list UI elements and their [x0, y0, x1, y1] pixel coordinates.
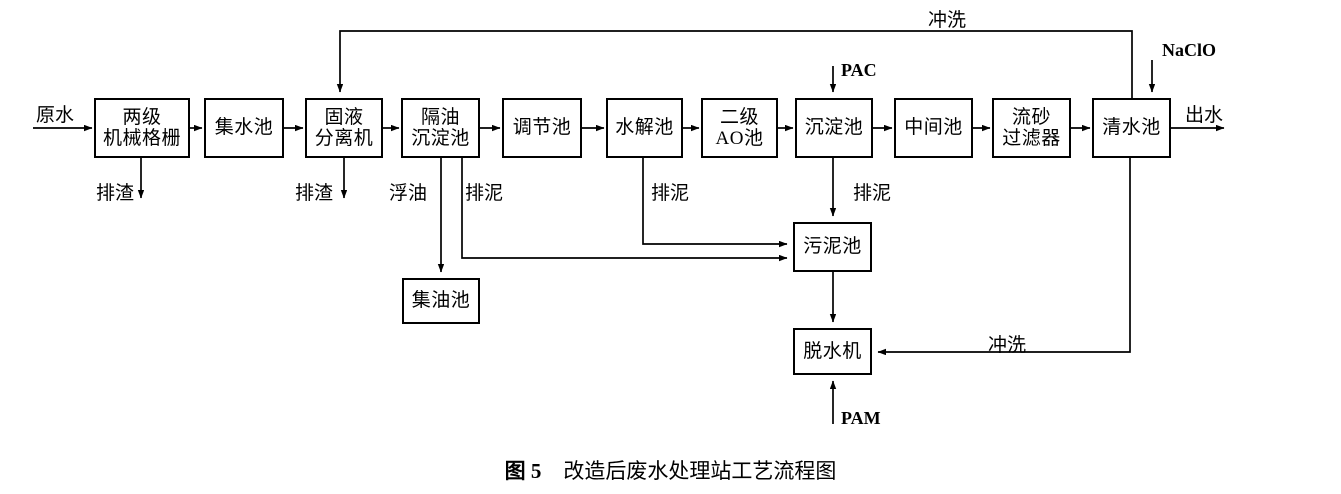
node-ao-tank[interactable]: 二级 AO池 — [701, 98, 778, 158]
label-pam-dosing: PAM — [841, 408, 881, 428]
node-label: 集油池 — [411, 290, 471, 312]
label-slag-grille: 排渣 — [96, 183, 135, 204]
figure-title: 改造后废水处理站工艺流程图 — [563, 459, 837, 483]
edge-oilsed-sludgepool — [461, 158, 788, 262]
figure-number: 图 5 — [504, 459, 542, 483]
edge-flush-top — [336, 30, 1133, 98]
node-grille[interactable]: 两级 机械格栅 — [94, 98, 190, 158]
node-label: 流砂 过滤器 — [1002, 106, 1061, 149]
node-separator[interactable]: 固液 分离机 — [305, 98, 383, 158]
label-inlet: 原水 — [36, 105, 75, 126]
node-label: 隔油 沉淀池 — [411, 106, 470, 149]
node-label: 污泥池 — [803, 236, 862, 258]
label-flush-top: 冲洗 — [928, 10, 967, 31]
node-label: 两级 机械格栅 — [102, 106, 181, 149]
node-label: 清水池 — [1102, 117, 1161, 139]
node-label: 脱水机 — [803, 340, 862, 362]
node-label: 沉淀池 — [804, 117, 864, 139]
node-oil-sedimentation[interactable]: 隔油 沉淀池 — [401, 98, 480, 158]
node-label: 集水池 — [214, 117, 274, 139]
node-label: 中间池 — [904, 117, 963, 139]
node-label: 二级 AO池 — [715, 106, 764, 149]
node-hydrolysis-tank[interactable]: 水解池 — [606, 98, 683, 158]
node-clean-water-tank[interactable]: 清水池 — [1092, 98, 1171, 158]
label-sludge-sedimentation: 排泥 — [853, 183, 892, 204]
figure-caption: 图 5 改造后废水处理站工艺流程图 — [0, 455, 1341, 485]
label-outlet: 出水 — [1185, 105, 1224, 126]
node-oil-collecting-tank[interactable]: 集油池 — [402, 278, 480, 324]
label-naclo-dosing: NaClO — [1162, 40, 1216, 60]
node-sand-filter[interactable]: 流砂 过滤器 — [992, 98, 1071, 158]
label-floating-oil: 浮油 — [389, 183, 428, 204]
label-sludge-oilsed: 排泥 — [465, 183, 504, 204]
label-pac-dosing: PAC — [841, 60, 877, 80]
edge-hydrolysis-sludgepool — [642, 158, 788, 248]
node-regulating-tank[interactable]: 调节池 — [502, 98, 582, 158]
node-dehydrator[interactable]: 脱水机 — [793, 328, 872, 375]
node-label: 水解池 — [615, 117, 674, 139]
node-intermediate-tank[interactable]: 中间池 — [894, 98, 973, 158]
label-sludge-hydrolysis: 排泥 — [651, 183, 690, 204]
node-label: 调节池 — [512, 117, 572, 139]
label-flush-bottom: 冲洗 — [988, 335, 1027, 356]
node-collect[interactable]: 集水池 — [204, 98, 284, 158]
node-label: 固液 分离机 — [314, 106, 374, 149]
label-slag-separator: 排渣 — [295, 183, 334, 204]
node-sludge-tank[interactable]: 污泥池 — [793, 222, 872, 272]
edge-flush-bottom — [877, 158, 1131, 356]
node-sedimentation-tank[interactable]: 沉淀池 — [795, 98, 873, 158]
